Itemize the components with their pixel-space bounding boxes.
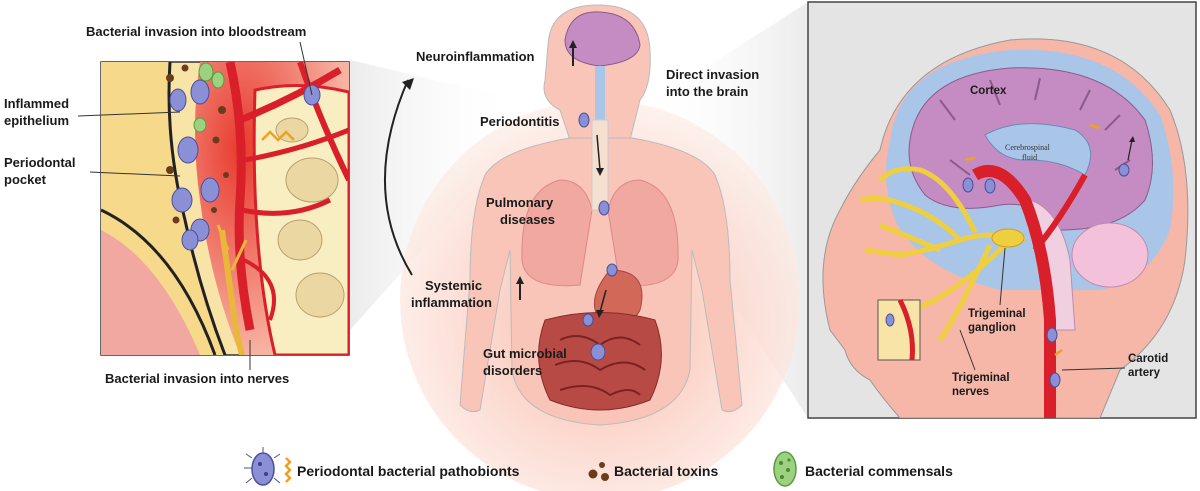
gum-nerve (219, 229, 245, 355)
label-inflamed-1: Inflammed (4, 96, 69, 111)
systemic-to-brain-arrow (383, 79, 413, 276)
human-body-figure (400, 4, 800, 491)
label-neuroinflammation: Neuroinflammation (416, 49, 535, 64)
legend: Periodontal bacterial pathobionts Bacter… (244, 447, 953, 487)
label-direct-1: Direct invasion (666, 67, 759, 82)
label-inflamed-2: epithelium (4, 113, 69, 128)
label-tnerves-1: Trigeminal (952, 372, 1010, 384)
label-periodontitis: Periodontitis (480, 114, 559, 129)
tooth-root-pink (101, 230, 200, 355)
label-nerve-invasion: Bacterial invasion into nerves (105, 371, 289, 386)
label-carotid-2: artery (1128, 367, 1161, 379)
head-section-panel (807, 1, 1197, 419)
label-gut-2: disorders (483, 363, 542, 378)
left-lung (521, 179, 593, 287)
path-arrow (596, 134, 601, 171)
pathobiont-icon (244, 447, 292, 486)
label-pocket-2: pocket (4, 172, 47, 187)
legend-commensals: Bacterial commensals (805, 463, 953, 479)
label-csf-2: fluid (1022, 153, 1037, 162)
cerebellum (1071, 222, 1149, 288)
label-systemic-1: Systemic (425, 278, 482, 293)
trigeminal-ganglion (991, 228, 1025, 248)
carotid-artery (971, 165, 1056, 418)
label-ganglion-2: ganglion (968, 322, 1016, 334)
label-bloodstream-invasion: Bacterial invasion into bloodstream (86, 24, 306, 39)
blood-vessel (225, 62, 255, 331)
label-ganglion-1: Trigeminal (968, 308, 1026, 320)
legend-toxins: Bacterial toxins (614, 463, 718, 479)
label-cortex: Cortex (970, 85, 1007, 97)
commensal-icon (773, 451, 797, 487)
label-carotid-1: Carotid (1128, 353, 1168, 365)
leader-line (299, 41, 313, 96)
right-lung (607, 179, 679, 287)
label-pocket-1: Periodontal (4, 155, 76, 170)
label-tnerves-2: nerves (952, 386, 989, 398)
toxin-icon (588, 462, 609, 481)
ventricle (984, 123, 1092, 176)
label-pulmonary-2: diseases (500, 212, 555, 227)
center-brain (564, 11, 641, 67)
label-csf-1: Cerebrospinal (1005, 143, 1051, 152)
legend-pathobionts: Periodontal bacterial pathobionts (297, 463, 520, 479)
periodontal-panel (100, 61, 350, 356)
label-pulmonary-1: Pulmonary (486, 195, 554, 210)
label-direct-2: into the brain (666, 84, 748, 99)
intestines (538, 312, 662, 411)
label-gut-1: Gut microbial (483, 346, 567, 361)
label-systemic-2: inflammation (411, 295, 492, 310)
